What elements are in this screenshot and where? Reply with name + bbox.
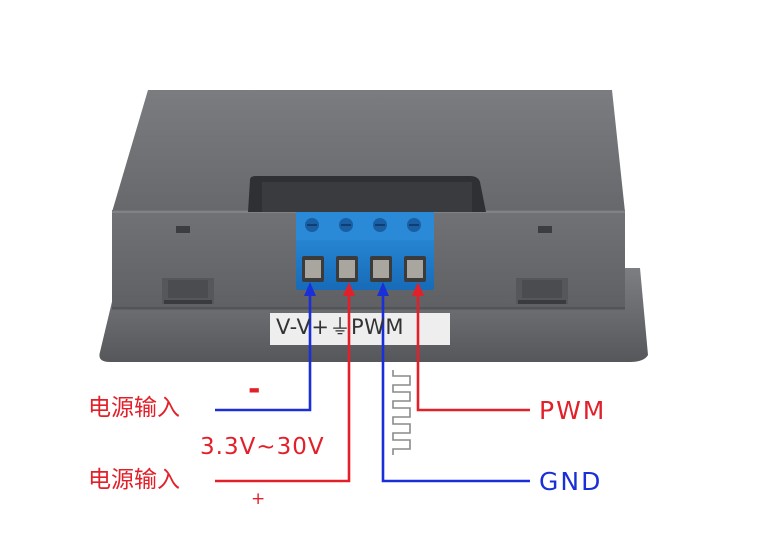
negative-sign: -: [248, 372, 261, 407]
terminal-label-strip: [270, 313, 450, 345]
left-slot: [176, 226, 190, 233]
case-top: [112, 90, 625, 212]
terminal-label: V-V+⏚PWM: [276, 315, 404, 339]
power-input-negative-label: 电源输入: [88, 395, 180, 421]
wire-v-minus: [215, 292, 312, 412]
wire-gnd: [381, 292, 530, 483]
positive-sign: +: [251, 489, 266, 509]
voltage-range: 3.3V~30V: [200, 434, 325, 460]
terminal-block: [296, 212, 434, 290]
wire-v-plus: [215, 292, 351, 483]
power-input-positive-label: 电源输入: [88, 467, 180, 493]
right-slot: [538, 226, 552, 233]
gnd-label: GND: [539, 467, 603, 496]
right-clip: [516, 278, 568, 304]
wire-pwm: [416, 292, 530, 412]
pwm-label: PWM: [539, 396, 607, 425]
pwm-wave: [392, 370, 411, 455]
left-clip: [162, 278, 214, 304]
